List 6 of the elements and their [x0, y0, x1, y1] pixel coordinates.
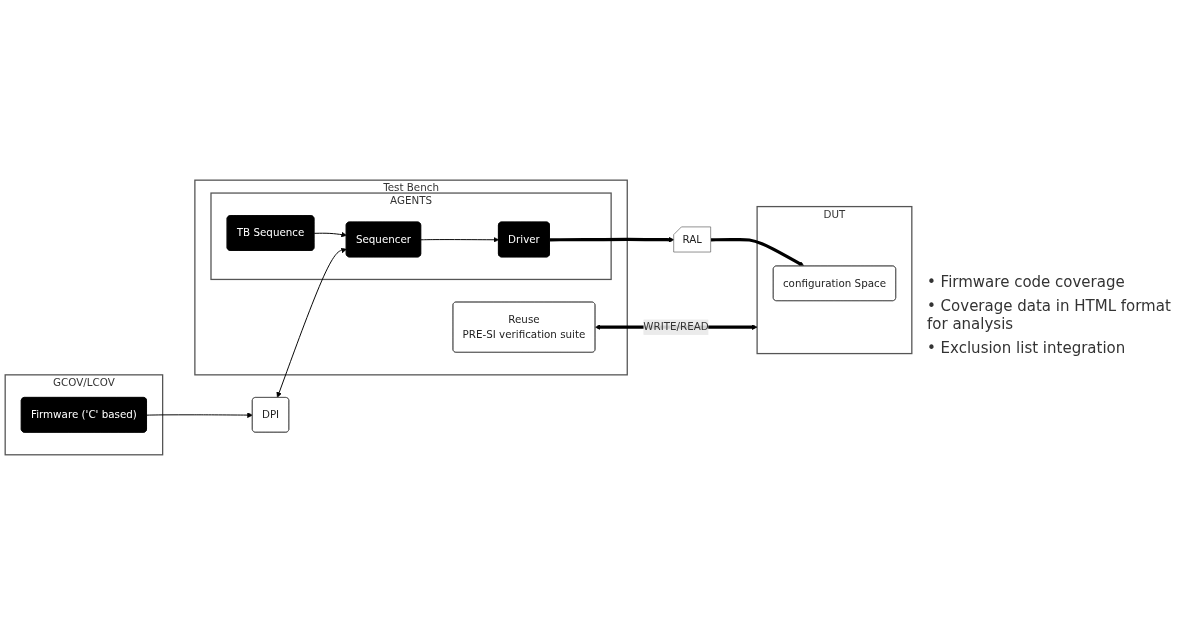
arrow	[710, 237, 805, 267]
bullet-note: • Coverage data in HTML format for analysis	[927, 296, 1172, 333]
edge-label: WRITE/READ	[643, 320, 709, 333]
bullet-note: • Exclusion list integration	[927, 338, 1127, 357]
bullet-note: • Firmware code coverage	[927, 272, 1126, 291]
arrow	[549, 236, 675, 243]
